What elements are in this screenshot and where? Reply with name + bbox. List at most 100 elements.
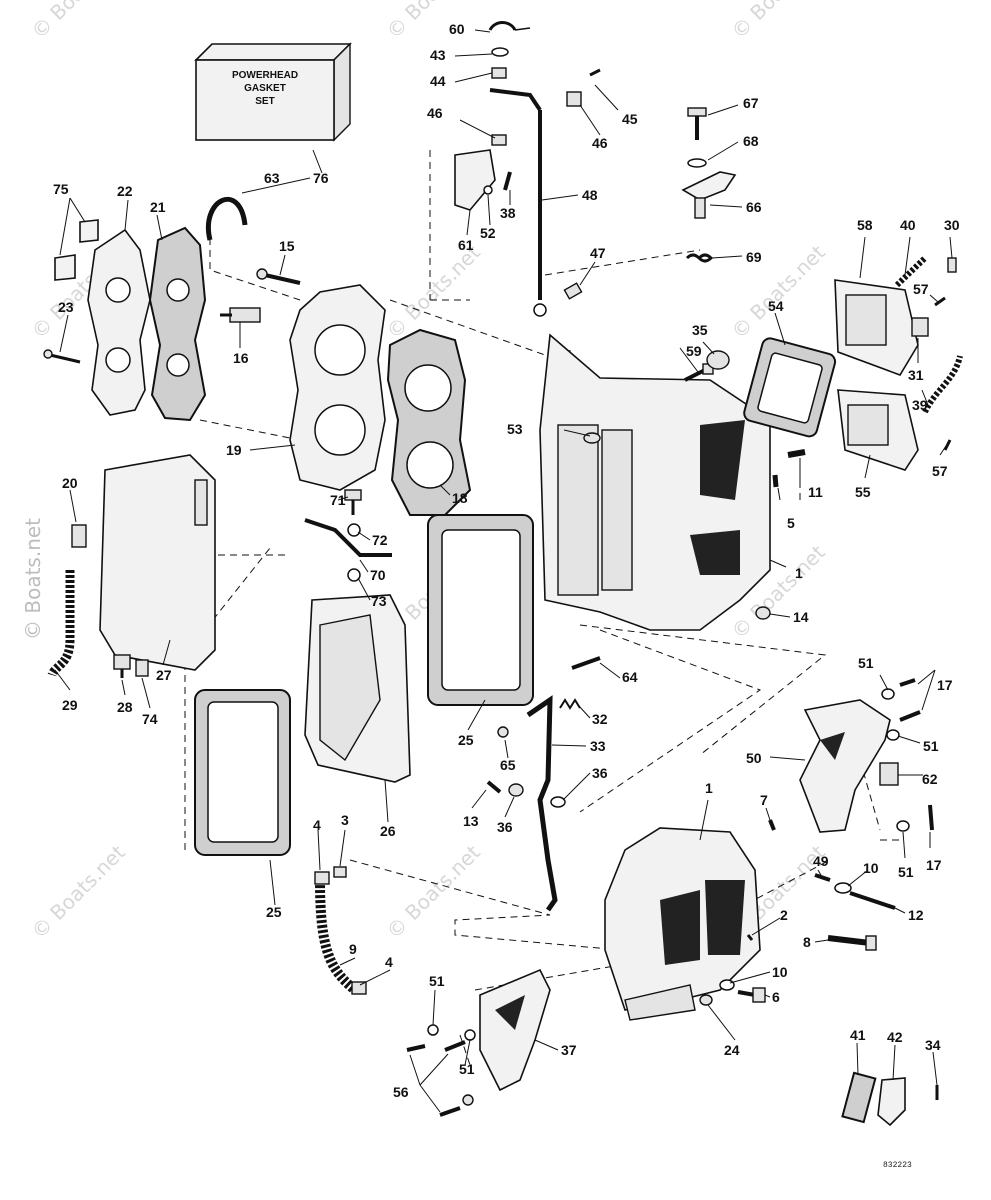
callout-36: 36 bbox=[497, 819, 513, 835]
box-label-line3: SET bbox=[255, 96, 274, 107]
callout-10: 10 bbox=[772, 964, 788, 980]
part-44-bushing bbox=[491, 67, 507, 79]
part-56-screw-c bbox=[439, 1106, 461, 1117]
part-56-screw-b bbox=[444, 1040, 466, 1052]
part-42-bracket bbox=[877, 1077, 906, 1127]
drawing-reference-number: 832223 bbox=[883, 1161, 912, 1170]
part-36-washer-upper bbox=[550, 796, 566, 808]
part-12-bolt bbox=[849, 891, 896, 910]
part-25-gasket-left bbox=[194, 689, 291, 856]
part-17-screw-b bbox=[899, 710, 921, 722]
part-37-bracket bbox=[479, 968, 551, 1092]
part-54-gasket bbox=[743, 337, 837, 438]
watermark: © Boats.net bbox=[27, 0, 130, 44]
callout-22: 22 bbox=[117, 183, 133, 199]
callout-1: 1 bbox=[705, 780, 713, 796]
leader-lines bbox=[54, 29, 953, 1113]
part-58-reed-valve bbox=[834, 279, 919, 376]
part-47-link bbox=[563, 282, 583, 300]
callout-43: 43 bbox=[430, 47, 446, 63]
part-6-bolt bbox=[737, 987, 766, 1003]
callout-54: 54 bbox=[768, 298, 784, 314]
callout-44: 44 bbox=[430, 73, 446, 89]
part-45-screw bbox=[589, 68, 601, 77]
callout-13: 13 bbox=[463, 813, 479, 829]
callout-29: 29 bbox=[62, 697, 78, 713]
callout-12: 12 bbox=[908, 907, 924, 923]
callout-8: 8 bbox=[803, 934, 811, 950]
part-40-hose bbox=[894, 255, 928, 288]
part-15-bolt bbox=[256, 268, 301, 285]
callout-64: 64 bbox=[622, 669, 638, 685]
callout-69: 69 bbox=[746, 249, 762, 265]
callout-17: 17 bbox=[937, 677, 953, 693]
callout-63: 63 bbox=[264, 170, 280, 186]
callout-60: 60 bbox=[449, 21, 465, 37]
part-56-screw-a bbox=[406, 1044, 426, 1052]
part-63-clip bbox=[205, 196, 248, 241]
part-17-screw-a bbox=[899, 678, 916, 687]
callout-48: 48 bbox=[582, 187, 598, 203]
part-26-cover bbox=[304, 594, 411, 783]
gasket-set-box: POWERHEAD GASKET SET bbox=[194, 42, 352, 142]
part-4-clamp-lower bbox=[351, 981, 367, 995]
watermark: © Boats.net bbox=[727, 0, 830, 44]
part-53-plug bbox=[583, 432, 601, 444]
box-label-line1: POWERHEAD bbox=[232, 70, 298, 81]
part-67-bolt bbox=[687, 107, 707, 140]
part-73-washer bbox=[347, 568, 361, 582]
part-32-spring bbox=[559, 698, 581, 710]
callout-65: 65 bbox=[500, 757, 516, 773]
callout-41: 41 bbox=[850, 1027, 866, 1043]
callout-51: 51 bbox=[858, 655, 874, 671]
watermark: © Boats.net bbox=[382, 0, 485, 44]
part-18-head-gasket bbox=[386, 328, 472, 516]
part-68-washer bbox=[687, 158, 707, 168]
part-39-hose bbox=[922, 355, 963, 414]
part-3-fitting bbox=[333, 866, 347, 878]
part-51-washer-e bbox=[464, 1029, 476, 1041]
part-57-screw-lower bbox=[943, 439, 952, 451]
callout-17: 17 bbox=[926, 857, 942, 873]
part-51-washer-c bbox=[896, 820, 910, 832]
callout-35: 35 bbox=[692, 322, 708, 338]
callout-51: 51 bbox=[898, 864, 914, 880]
part-72-washer bbox=[347, 523, 361, 537]
part-19-cylinder-head bbox=[289, 284, 386, 491]
part-2-pin bbox=[746, 934, 754, 941]
part-38-screw bbox=[503, 171, 512, 191]
callout-73: 73 bbox=[371, 593, 387, 609]
part-65-nut bbox=[497, 726, 509, 738]
part-36-washer-lower bbox=[508, 783, 524, 797]
callout-57: 57 bbox=[913, 281, 929, 297]
callout-75: 75 bbox=[53, 181, 69, 197]
part-27-exhaust-housing bbox=[99, 454, 216, 671]
callout-52: 52 bbox=[480, 225, 496, 241]
callout-45: 45 bbox=[622, 111, 638, 127]
part-16-spark-plug bbox=[220, 307, 261, 323]
part-57-screw-upper bbox=[934, 296, 946, 307]
callout-39: 39 bbox=[912, 397, 928, 413]
part-4-clamp-upper bbox=[314, 871, 330, 885]
part-52-washer bbox=[483, 185, 493, 195]
callout-1: 1 bbox=[795, 565, 803, 581]
part-50-bracket bbox=[799, 699, 891, 833]
part-25-gasket-right bbox=[427, 514, 534, 706]
callout-20: 20 bbox=[62, 475, 78, 491]
callout-66: 66 bbox=[746, 199, 762, 215]
part-69-spring bbox=[685, 253, 714, 263]
part-14-plug bbox=[755, 606, 771, 620]
part-64-screw bbox=[571, 656, 601, 670]
callout-labels: 60 43 44 45 46 46 48 38 52 61 47 67 68 6… bbox=[53, 21, 960, 1100]
callout-76: 76 bbox=[313, 170, 329, 186]
callout-33: 33 bbox=[590, 738, 606, 754]
callout-51: 51 bbox=[459, 1061, 475, 1077]
callout-15: 15 bbox=[279, 238, 295, 254]
callout-40: 40 bbox=[900, 217, 916, 233]
callout-70: 70 bbox=[370, 567, 386, 583]
callout-23: 23 bbox=[58, 299, 74, 315]
callout-67: 67 bbox=[743, 95, 759, 111]
callout-46: 46 bbox=[427, 105, 443, 121]
part-49-screw bbox=[814, 873, 831, 882]
part-46-clip-right bbox=[566, 91, 582, 107]
